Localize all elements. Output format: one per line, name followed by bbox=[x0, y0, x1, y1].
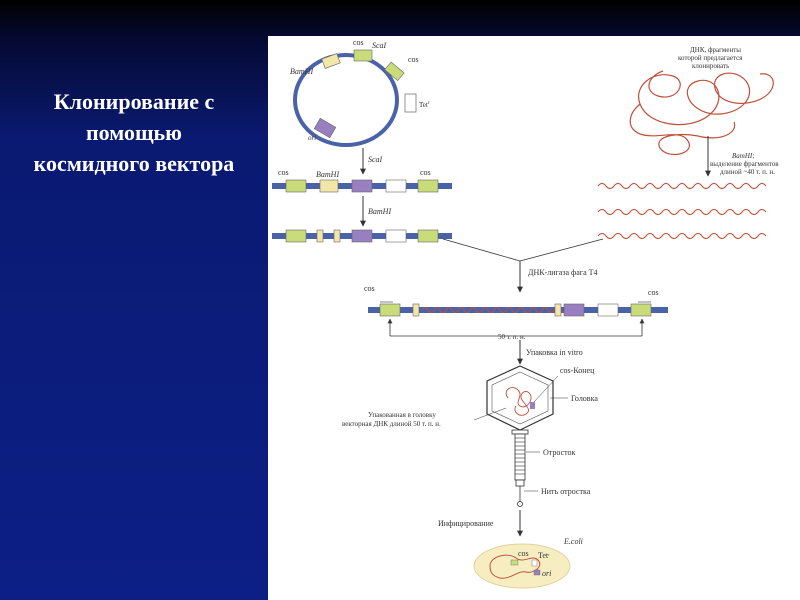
source-dna: ДНК, фрагменты которой предлагается клон… bbox=[629, 46, 774, 156]
plasmid-bamhi-label: BamHI bbox=[290, 67, 313, 76]
ligase-label: ДНК-лигаза фага T4 bbox=[528, 268, 598, 277]
slide-title: Клонирование с помощью космидного вектор… bbox=[0, 86, 268, 179]
fragments-label-1: BamHI; bbox=[732, 152, 755, 160]
linear2-cos-left bbox=[285, 229, 307, 243]
source-dna-label-3: клонировать bbox=[692, 62, 729, 70]
tail-stripes bbox=[515, 437, 525, 475]
linear2-ori bbox=[351, 229, 373, 243]
plasmid-tetr-sup: r bbox=[428, 101, 430, 106]
ecoli-tetr-box bbox=[531, 559, 538, 567]
concatemer: cos cos bbox=[364, 284, 668, 317]
length-label: 50 т. п. н. bbox=[498, 333, 526, 341]
packed-leader bbox=[473, 407, 507, 421]
packed-label-1: Упакованная в головку bbox=[368, 411, 436, 419]
tail-fiber-label: Нить отростка bbox=[541, 487, 591, 496]
ecoli-cos-label: cos bbox=[518, 549, 529, 558]
concatemer-bamhi-right bbox=[554, 303, 562, 317]
packed-cos-marker bbox=[530, 402, 535, 409]
dna-fragments bbox=[597, 182, 767, 240]
linear1-cos-right-label: cos bbox=[420, 168, 431, 177]
ecoli-tetr-sup: r bbox=[548, 552, 550, 557]
concatemer-bamhi-left bbox=[412, 303, 420, 317]
plasmid-scai-label: ScaI bbox=[372, 41, 387, 50]
bamhi-step-label: BamHI bbox=[368, 207, 391, 216]
fragment-1 bbox=[597, 182, 767, 190]
linear-vector-1: cos BamHI cos bbox=[272, 168, 452, 193]
concatemer-cos-left bbox=[379, 303, 401, 317]
plasmid-cos-label: cos bbox=[353, 38, 364, 47]
linear1-bamhi bbox=[319, 179, 339, 193]
linear2-bamhi-left bbox=[316, 229, 324, 243]
plasmid-ori-label: ori bbox=[308, 134, 316, 142]
tail-base bbox=[515, 479, 525, 487]
plasmid-tetr-box bbox=[404, 93, 417, 113]
cos-end-label: cos-Конец bbox=[560, 366, 595, 375]
concatemer-tetr bbox=[597, 303, 619, 317]
ecoli-tetr-label: Tetr bbox=[538, 551, 550, 560]
concatemer-cos-right-label: cos bbox=[648, 288, 659, 297]
plasmid-tetr-text: Tet bbox=[419, 101, 428, 109]
converge-left bbox=[442, 238, 521, 262]
title-line-3: космидного вектора bbox=[33, 151, 235, 176]
plasmid-ring bbox=[293, 53, 399, 147]
packed-dna bbox=[505, 387, 532, 416]
phage-head bbox=[486, 365, 554, 431]
title-line-1: Клонирование с bbox=[53, 89, 215, 114]
source-dna-label-2: которой предлагается bbox=[678, 54, 743, 62]
fragment-2 bbox=[597, 208, 767, 216]
phage-tail bbox=[514, 433, 526, 481]
ecoli-cos-box bbox=[510, 559, 519, 566]
ecoli-cell: E.coli cos Tetr ori bbox=[473, 537, 583, 589]
cos-end-leader bbox=[533, 375, 559, 403]
ecoli-ori-box bbox=[533, 569, 541, 576]
cosmid-cloning-diagram: cos ScaI cos BamHI Tetr ori ScaI cos Bam… bbox=[272, 38, 779, 589]
phage-head-inner bbox=[491, 371, 549, 425]
infection-label: Инфицирование bbox=[438, 519, 494, 528]
scai-step-label: ScaI bbox=[368, 155, 383, 164]
ecoli-ori-label: ori bbox=[542, 569, 551, 578]
phage-particle bbox=[486, 365, 554, 507]
plasmid-ori-box bbox=[313, 117, 337, 139]
ecoli-name-label: E.coli bbox=[563, 537, 583, 546]
ecoli-tetr-text: Tet bbox=[538, 551, 549, 560]
phage-collar bbox=[511, 429, 529, 435]
concatemer-cos-left-label: cos bbox=[364, 284, 375, 293]
tail-label: Отросток bbox=[543, 448, 576, 457]
linear1-cos-left bbox=[285, 179, 307, 193]
concatemer-cos-right bbox=[630, 303, 652, 317]
concatemer-ori bbox=[563, 303, 585, 317]
linear1-tetr bbox=[385, 179, 407, 193]
cosmid-cloning-figure: cos ScaI cos BamHI Tetr ori ScaI cos Bam… bbox=[268, 36, 800, 600]
linear2-cos-right bbox=[417, 229, 439, 243]
linear-vector-2 bbox=[272, 229, 452, 243]
title-line-2: помощью bbox=[86, 120, 182, 145]
linear1-cos-right bbox=[417, 179, 439, 193]
fragment-3 bbox=[597, 232, 767, 240]
fragments-label-2: выделение фрагментов bbox=[710, 160, 779, 168]
linear1-ori bbox=[351, 179, 373, 193]
concatemer-insert bbox=[421, 306, 573, 314]
plasmid-scai-box bbox=[384, 61, 405, 82]
plasmid-tetr-label: Tetr bbox=[419, 101, 430, 109]
packaging-label: Упаковка in vitro bbox=[526, 348, 583, 357]
tangled-dna bbox=[629, 70, 774, 156]
packed-label-2: векторная ДНК длиной 50 т. п. н. bbox=[342, 420, 441, 428]
source-dna-label-1: ДНК, фрагменты bbox=[690, 46, 741, 54]
linear1-bamhi-label: BamHI bbox=[316, 170, 339, 179]
linear1-cos-left-label: cos bbox=[278, 168, 289, 177]
linear2-bamhi-right bbox=[333, 229, 341, 243]
converge-right bbox=[519, 238, 604, 262]
head-label: Головка bbox=[571, 394, 598, 403]
ecoli-plasmid bbox=[489, 554, 541, 579]
fragments-label-3: длиной ~40 т. п. н. bbox=[720, 168, 775, 176]
cosmid-plasmid: cos ScaI cos BamHI Tetr ori bbox=[290, 38, 430, 147]
plasmid-cos-box bbox=[353, 49, 373, 62]
linear2-tetr bbox=[385, 229, 407, 243]
plasmid-cos2-label: cos bbox=[408, 55, 419, 64]
plasmid-bamhi-box bbox=[321, 53, 341, 69]
length-bracket bbox=[387, 318, 645, 337]
tail-fiber-tip bbox=[517, 501, 523, 507]
